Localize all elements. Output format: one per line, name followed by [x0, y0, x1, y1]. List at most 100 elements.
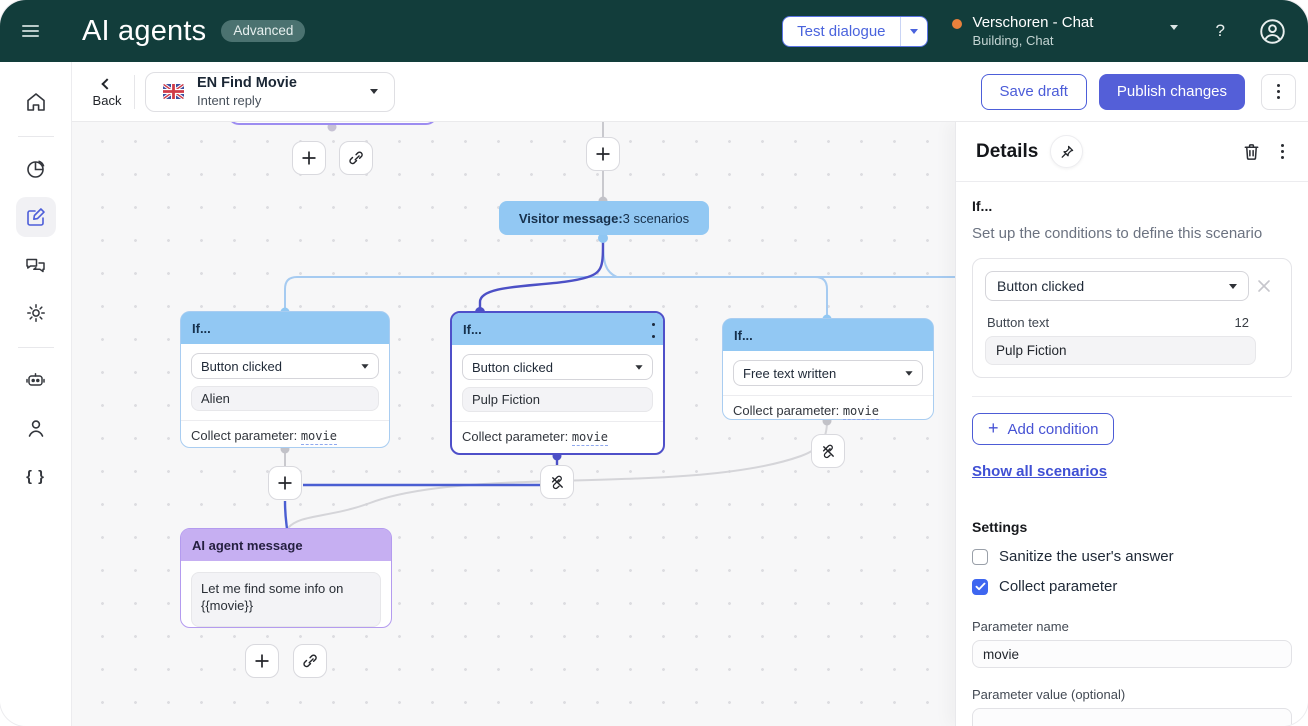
- parameter-chip[interactable]: movie: [842, 404, 879, 420]
- parameter-name-input[interactable]: [972, 640, 1292, 668]
- sidebar-item-flows[interactable]: [15, 197, 56, 237]
- if-node-alien[interactable]: If... Button clicked Alien Collect param…: [180, 311, 390, 448]
- caret-down-icon: [361, 363, 369, 369]
- hamburger-menu-icon[interactable]: [22, 22, 62, 41]
- sidebar-item-developer[interactable]: { }: [16, 456, 56, 496]
- save-draft-button[interactable]: Save draft: [980, 73, 1087, 110]
- add-condition-button[interactable]: + Add condition: [972, 413, 1115, 445]
- pie-chart-icon: [26, 160, 44, 178]
- chat-bubbles-icon: [26, 258, 45, 273]
- pin-icon: [1061, 145, 1074, 158]
- sidebar-item-conversations[interactable]: [16, 245, 56, 285]
- sanitize-checkbox[interactable]: [972, 548, 988, 565]
- parameter-value-label: Parameter value (optional): [972, 687, 1126, 702]
- sidebar-item-settings[interactable]: [16, 293, 56, 333]
- workspace-name: Verschoren - Chat: [972, 14, 1094, 31]
- add-node-button[interactable]: [268, 466, 302, 500]
- plus-icon: [278, 476, 292, 490]
- panel-kebab-button[interactable]: [1280, 144, 1284, 159]
- sanitize-label: Sanitize the user's answer: [999, 548, 1174, 565]
- agent-message-text[interactable]: Let me find some info on {{movie}}: [191, 572, 381, 627]
- chevron-down-icon: [1169, 25, 1178, 30]
- collect-parameter-label: Collect parameter: [999, 578, 1118, 595]
- show-all-scenarios-link[interactable]: Show all scenarios: [972, 463, 1108, 480]
- sanitize-checkbox-row[interactable]: Sanitize the user's answer: [972, 548, 1292, 565]
- caret-down-icon: [1229, 283, 1237, 289]
- flow-subtitle: Intent reply: [197, 93, 262, 108]
- advanced-badge: Advanced: [221, 20, 306, 42]
- node-divider: [723, 395, 933, 396]
- parameter-chip[interactable]: movie: [571, 430, 608, 446]
- toolbar-divider: [134, 74, 135, 109]
- chevron-left-icon: [101, 77, 113, 90]
- if-node-free-text[interactable]: If... Free text written Collect paramete…: [722, 318, 934, 420]
- collect-parameter-row: Collect parameter: movie: [191, 428, 337, 445]
- collect-parameter-row: Collect parameter: movie: [462, 429, 608, 446]
- link-node-button[interactable]: [293, 644, 327, 678]
- node-header: If...: [181, 312, 389, 344]
- page-title: AI agents: [82, 14, 207, 47]
- ai-agent-message-node[interactable]: AI agent message Let me find some info o…: [180, 528, 392, 628]
- avatar-icon[interactable]: [1259, 18, 1286, 45]
- back-label: Back: [92, 92, 122, 108]
- parameter-chip[interactable]: movie: [300, 429, 337, 445]
- unlink-icon: [551, 475, 563, 489]
- if-node-pulp-fiction[interactable]: If... Button clicked Pulp Fiction Collec…: [450, 311, 665, 455]
- collect-parameter-checkbox-row[interactable]: Collect parameter: [972, 578, 1292, 595]
- node-divider: [452, 421, 663, 422]
- back-button[interactable]: Back: [84, 76, 130, 108]
- caret-down-icon: [905, 370, 913, 376]
- test-dialogue-dropdown-button[interactable]: [899, 16, 927, 46]
- condition-type-select[interactable]: Button clicked: [985, 271, 1249, 301]
- toolbar-kebab-button[interactable]: [1261, 73, 1296, 110]
- condition-select[interactable]: Button clicked: [191, 353, 379, 379]
- top-header: AI agents Advanced Test dialogue Verscho…: [0, 0, 1308, 62]
- flow-selector-dropdown[interactable]: EN Find Movie Intent reply: [145, 71, 395, 112]
- sidebar-item-contacts[interactable]: [16, 408, 56, 448]
- section-divider: [972, 396, 1292, 397]
- uk-flag-icon: [163, 84, 184, 99]
- offscreen-node-edge[interactable]: [227, 122, 438, 125]
- close-icon: [1258, 280, 1270, 292]
- pin-panel-button[interactable]: [1050, 135, 1084, 168]
- left-sidebar: { }: [0, 62, 72, 726]
- link-node-button[interactable]: [339, 141, 373, 175]
- workspace-selector[interactable]: Verschoren - Chat Building, Chat: [951, 13, 1178, 49]
- collect-parameter-checkbox[interactable]: [972, 578, 988, 595]
- add-node-button[interactable]: [586, 137, 620, 171]
- node-header: AI agent message: [181, 529, 391, 561]
- flow-title: EN Find Movie: [197, 75, 297, 91]
- plus-icon: [255, 654, 269, 668]
- collect-parameter-row: Collect parameter: movie: [733, 403, 879, 420]
- flow-canvas[interactable]: Visitor message:3 scenarios If... Button…: [72, 122, 955, 726]
- sidebar-item-chatbot[interactable]: [16, 360, 56, 400]
- condition-select[interactable]: Button clicked: [462, 354, 653, 380]
- condition-card: Button clicked Button text 12: [972, 258, 1292, 378]
- sidebar-divider: [17, 136, 54, 137]
- button-text-input[interactable]: Pulp Fiction: [462, 387, 653, 412]
- visitor-node-count: 3 scenarios: [622, 210, 690, 226]
- button-text-input[interactable]: Alien: [191, 386, 379, 411]
- visitor-message-node[interactable]: Visitor message:3 scenarios: [499, 201, 709, 235]
- add-node-button[interactable]: [292, 141, 326, 175]
- add-node-button[interactable]: [245, 644, 279, 678]
- button-text-input[interactable]: [985, 336, 1256, 365]
- condition-select[interactable]: Free text written: [733, 360, 923, 386]
- details-title: Details: [976, 140, 1039, 162]
- remove-condition-button[interactable]: [1249, 277, 1279, 295]
- parameter-name-label: Parameter name: [972, 619, 1069, 634]
- publish-changes-button[interactable]: Publish changes: [1098, 73, 1245, 110]
- node-divider: [181, 420, 389, 421]
- unlink-connection-button[interactable]: [540, 465, 574, 499]
- test-dialogue-split-button: Test dialogue: [782, 15, 928, 47]
- parameter-value-input[interactable]: [972, 708, 1292, 726]
- scenario-description: Set up the conditions to define this sce…: [972, 225, 1263, 242]
- sidebar-item-analytics[interactable]: [16, 149, 56, 189]
- unlink-connection-button[interactable]: [811, 434, 845, 468]
- help-icon[interactable]: ?: [1215, 21, 1225, 40]
- trash-icon[interactable]: [1242, 142, 1261, 162]
- sidebar-item-home[interactable]: [16, 82, 56, 122]
- caret-down-icon: [909, 28, 918, 34]
- test-dialogue-button[interactable]: Test dialogue: [797, 22, 886, 40]
